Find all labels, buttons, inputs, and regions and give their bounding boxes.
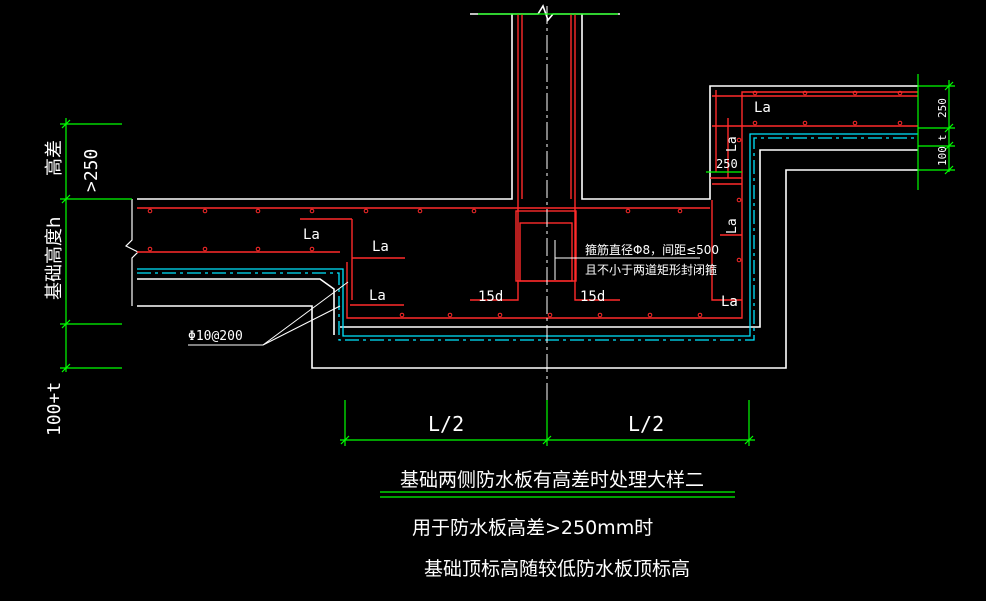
dimension-lines (60, 13, 955, 446)
waterproof-layer (137, 133, 918, 341)
drawing-note-line1: 用于防水板高差>250mm时 (412, 517, 653, 539)
label-half-span-left: L/2 (428, 412, 464, 436)
dim-right-t: t (936, 134, 949, 141)
drawing-title: 基础两侧防水板有高差时处理大样二 (400, 469, 704, 491)
dim-left-height-diff-label: 高差 (44, 140, 65, 176)
rebar (137, 14, 918, 319)
label-bottom-bar: Φ10@200 (188, 329, 243, 344)
drawing-note-line2: 基础顶标高随较低防水板顶标高 (424, 558, 690, 580)
label-la-left-bottom: La (369, 288, 386, 304)
label-la-left-mid: La (372, 239, 389, 255)
dim-left-foundation-height: 基础高度h (44, 217, 65, 300)
title-underline (380, 491, 735, 498)
stirrup-note-line2: 且不小于两道矩形封闭箍 (585, 262, 717, 277)
left-break-line (124, 199, 140, 306)
label-half-span-right: L/2 (628, 412, 664, 436)
stirrup-note-line1: 箍筋直径Φ8，间距≤500 (585, 242, 719, 257)
dim-right-100: 100 (936, 146, 949, 166)
dim-left-height-diff-value: >250 (81, 149, 102, 192)
dim-step-250: 250 (716, 157, 738, 171)
leader-lines (188, 240, 700, 346)
concrete-outline (137, 4, 918, 369)
label-la-right-top: La (754, 100, 771, 116)
dim-right-250: 250 (936, 98, 949, 118)
label-15d-right: 15d (580, 289, 605, 305)
label-la-right-vertical-upper: La (725, 136, 740, 152)
label-la-right-bottom: La (721, 294, 738, 310)
label-15d-left: 15d (478, 289, 503, 305)
label-la-right-vertical-lower: La (725, 218, 740, 234)
label-la-left-top: La (303, 227, 320, 243)
rebar-dots (147, 90, 903, 318)
dim-left-100t: 100+t (44, 382, 65, 436)
